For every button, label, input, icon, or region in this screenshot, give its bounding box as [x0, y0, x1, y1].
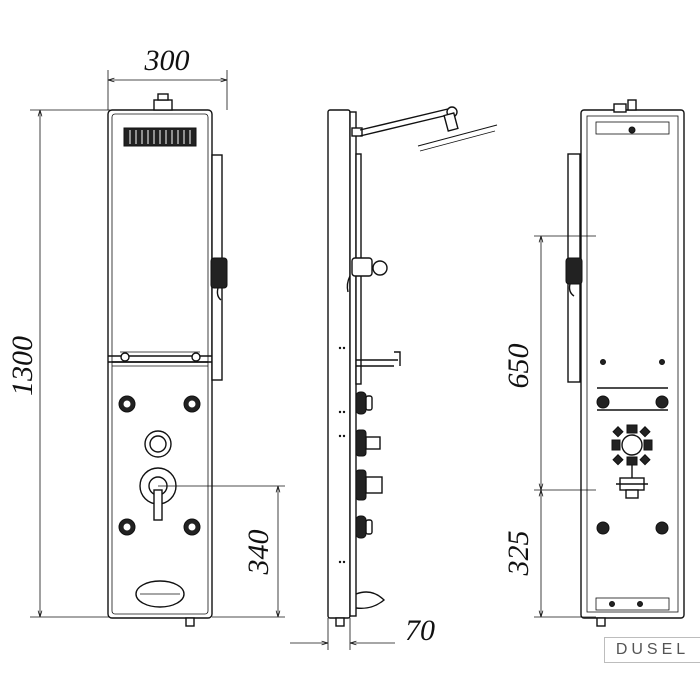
- slide-rail: [210, 154, 228, 381]
- back-view: 650 325: [502, 99, 685, 627]
- front-panel: [107, 109, 213, 619]
- shelf: [108, 351, 212, 363]
- slide-rail-back: [565, 153, 583, 383]
- soap-tray-side: [355, 591, 386, 610]
- depth-dimension-label: 70: [405, 614, 435, 647]
- brand-logo: DUSEL: [604, 637, 700, 663]
- body-jet-icon: [118, 518, 136, 536]
- soap-tray: [135, 580, 185, 608]
- diverter-side: [355, 429, 381, 457]
- mixer-height-dimension-label: 340: [242, 530, 275, 576]
- hand-shower-holder-side: [346, 257, 388, 293]
- shower-arm: [351, 106, 458, 137]
- plumbing-manifold-icon: [611, 424, 653, 499]
- side-view: 70: [290, 106, 498, 650]
- top-connector: [153, 99, 173, 111]
- lower-section-dimension-label: 325: [502, 531, 535, 577]
- side-panel: [327, 109, 351, 619]
- mixer-side: [355, 469, 383, 501]
- body-jet-icon: [183, 518, 201, 536]
- width-dimension-label: 300: [144, 44, 190, 77]
- diverter-knob-icon: [144, 430, 172, 458]
- back-panel: [580, 109, 685, 619]
- height-dimension-label: 1300: [6, 336, 39, 396]
- body-jet-icon: [183, 395, 201, 413]
- body-jet-icon: [118, 395, 136, 413]
- bottom-outlet: [185, 617, 195, 627]
- upper-section-dimension-label: 650: [502, 344, 535, 389]
- body-jet-side: [355, 515, 373, 539]
- body-jet-side: [355, 391, 373, 415]
- rain-shower-head-side: [417, 112, 498, 152]
- shelf-side: [356, 351, 401, 367]
- rain-shower-head: [123, 127, 197, 147]
- hand-shower-holder: [210, 257, 228, 289]
- front-view: 300 1300: [6, 44, 285, 627]
